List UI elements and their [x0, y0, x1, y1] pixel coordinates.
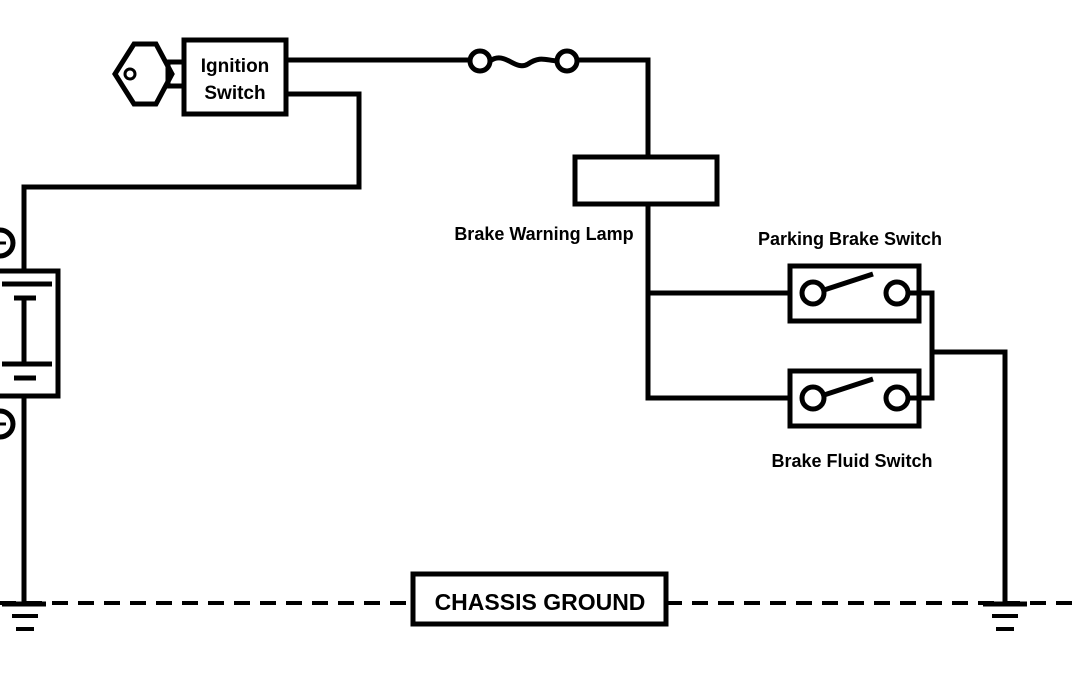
battery-positive-icon	[0, 227, 16, 259]
wire-fuse-to-lamp	[577, 57, 651, 157]
parking-switch-terminal-left	[799, 279, 827, 307]
ignition-key-icon	[112, 41, 175, 107]
ignition-switch-box	[181, 37, 289, 117]
parking-switch-terminal-right	[883, 279, 911, 307]
fluid-switch-terminal-right	[883, 384, 911, 412]
brake-warning-lamp-box	[572, 154, 720, 207]
wire-ignition-to-battery	[21, 91, 362, 271]
chassis-ground-label: CHASSIS GROUND	[435, 589, 646, 615]
battery-negative-icon	[0, 408, 16, 440]
fluid-switch-terminal-left	[799, 384, 827, 412]
wire-switches-to-ground	[932, 349, 1008, 603]
fluid-switch-blade	[823, 376, 874, 398]
ignition-switch-label-line2: Switch	[204, 83, 265, 104]
brake-warning-lamp-label: Brake Warning Lamp	[454, 224, 633, 244]
brake-fluid-switch-label: Brake Fluid Switch	[771, 451, 932, 471]
fuse-element-icon	[488, 55, 558, 69]
key-hole-icon	[123, 67, 137, 81]
wire-parking-switch-out	[908, 290, 935, 401]
parking-brake-switch-label: Parking Brake Switch	[758, 229, 942, 249]
brake-fluid-switch-box	[787, 368, 922, 429]
wire-lamp-to-switches	[645, 204, 790, 401]
parking-brake-switch-box	[787, 263, 922, 324]
chassis-ground-box	[410, 571, 669, 627]
fuse-terminal-left	[467, 48, 493, 74]
parking-switch-blade	[823, 271, 874, 293]
ignition-switch-label-line1: Ignition	[201, 56, 270, 77]
fuse-terminal-right	[554, 48, 580, 74]
